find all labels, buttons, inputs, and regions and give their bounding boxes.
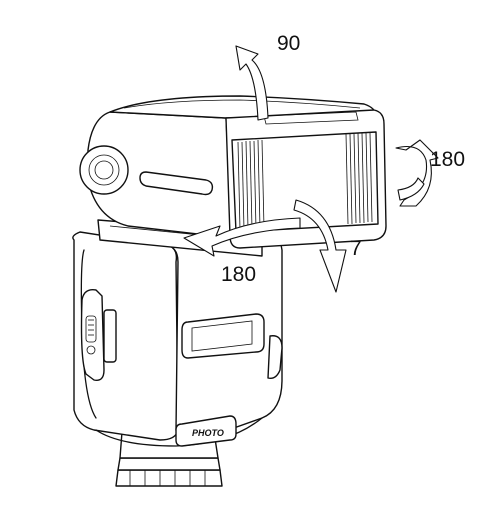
tilt-down-label: 7 (350, 237, 362, 260)
flash-head (79, 95, 387, 249)
swivel-left-label: 180 (221, 263, 257, 286)
swivel-left-arrow (183, 217, 301, 257)
photo-button-label: PHOTO (192, 428, 224, 438)
tilt-up-label: 90 (277, 32, 301, 55)
swivel-right-label: 180 (430, 148, 466, 171)
fresnel-lines-left (237, 139, 265, 231)
tilt-up-arrow (235, 45, 269, 121)
swivel-right-arrow (395, 139, 439, 207)
fresnel-lines-right (345, 132, 373, 225)
flash-body: PHOTO (72, 229, 283, 447)
tilt-down-arrow (293, 199, 347, 293)
